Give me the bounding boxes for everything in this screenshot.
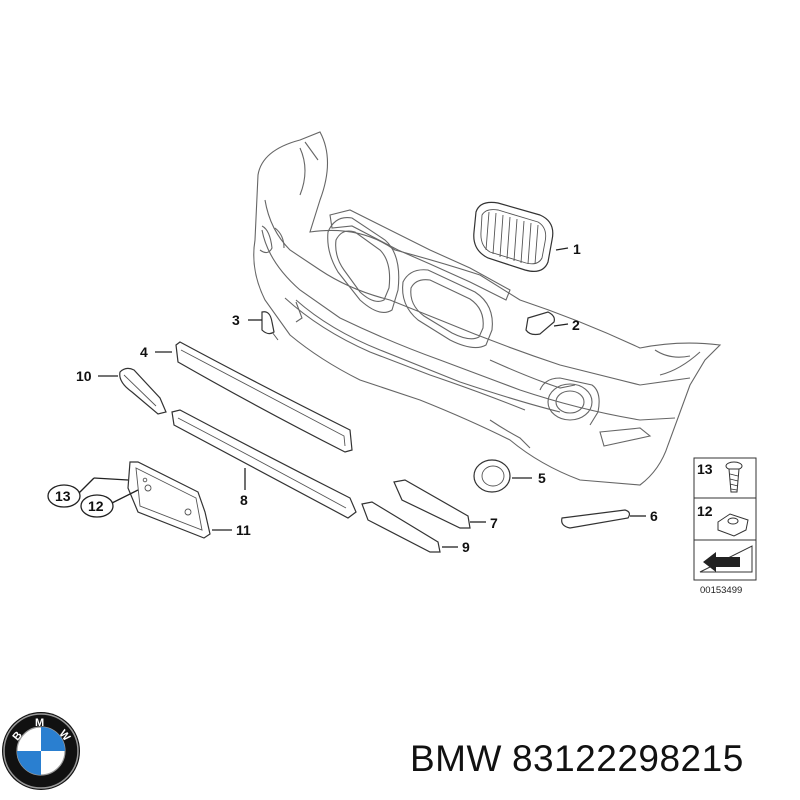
callout-10: 10 — [76, 368, 92, 384]
fastener-legend: 13 12 00153499 — [693, 457, 757, 596]
part-lower-mesh-grille — [171, 409, 357, 519]
legend-number-13: 13 — [697, 461, 713, 477]
callout-11: 11 — [236, 522, 251, 538]
callout-13-bubble — [47, 484, 81, 508]
clip-nut-icon — [717, 513, 749, 537]
part-license-plate-bracket — [127, 461, 211, 539]
part-fog-light-ring — [473, 459, 511, 493]
part-mesh-insert-right — [393, 479, 471, 529]
drawing-code: 00153499 — [700, 585, 742, 596]
callout-numbers: 1 2 3 4 5 6 7 8 9 10 11 13 12 — [47, 241, 658, 555]
part-tow-hook-cover — [525, 311, 555, 336]
callout-5: 5 — [538, 470, 546, 486]
part-side-trim-left — [119, 367, 167, 415]
bmw-roundel-icon: B M W — [2, 712, 80, 790]
callout-4: 4 — [140, 344, 148, 360]
screw-icon — [725, 461, 743, 493]
part-upper-mesh-grille — [175, 341, 353, 453]
callout-13: 13 — [55, 488, 71, 504]
front-bumper — [253, 131, 722, 486]
callout-1: 1 — [573, 241, 581, 257]
brand-name: BMW — [410, 738, 502, 779]
callout-8: 8 — [240, 492, 248, 508]
part-mesh-insert-left — [361, 501, 441, 553]
callout-7: 7 — [490, 515, 498, 531]
part-reflector-strip — [561, 509, 631, 529]
part-cover-cap — [261, 311, 279, 341]
callout-3: 3 — [232, 312, 240, 328]
callout-12: 12 — [88, 498, 104, 514]
callout-6: 6 — [650, 508, 658, 524]
part-kidney-grille — [473, 201, 554, 272]
legend-number-12: 12 — [697, 503, 713, 519]
leader-lines — [75, 247, 646, 548]
callout-9: 9 — [462, 539, 470, 555]
callout-12-bubble — [80, 494, 114, 518]
part-number: 83122298215 — [511, 738, 744, 779]
logo-letter-m: M — [35, 717, 44, 729]
callout-2: 2 — [572, 317, 580, 333]
direction-arrow-icon — [699, 545, 753, 573]
